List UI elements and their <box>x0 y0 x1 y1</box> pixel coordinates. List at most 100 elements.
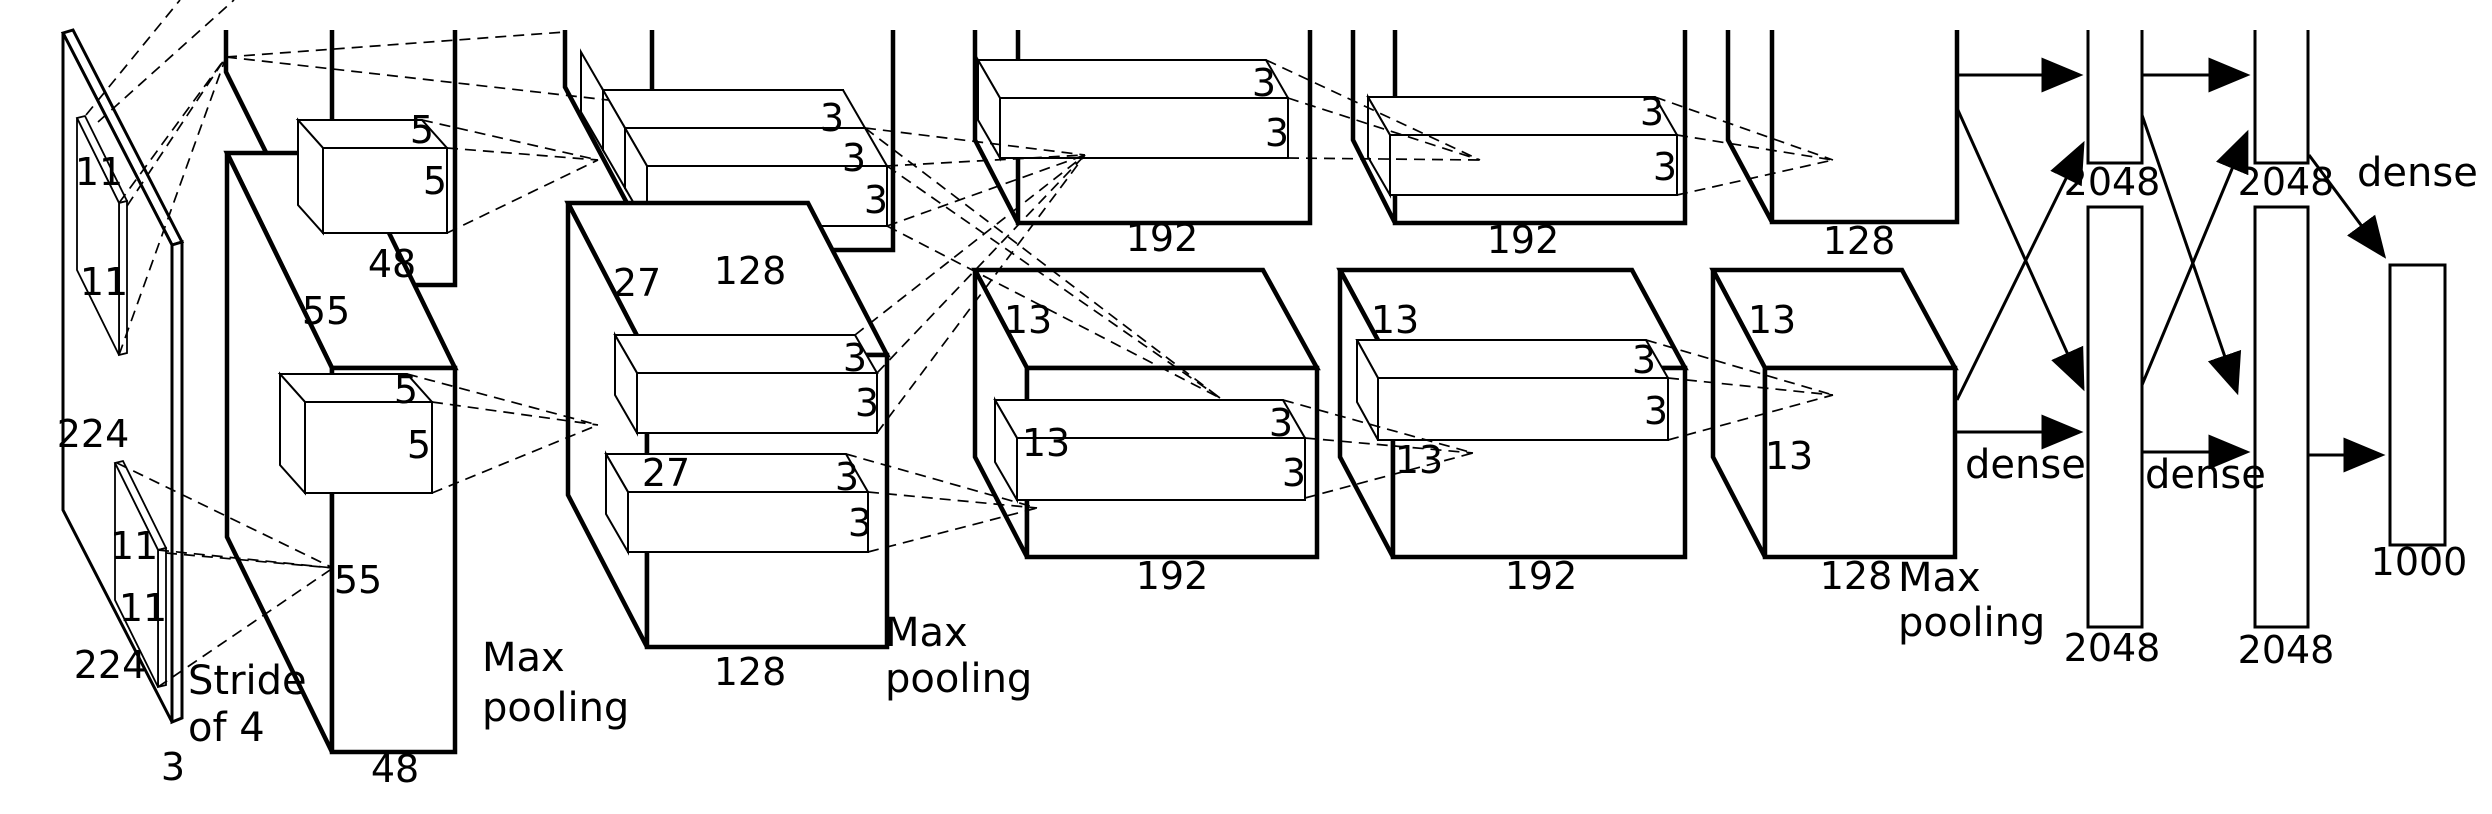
label-conv5-top-depth: 128 <box>1823 219 1896 263</box>
arrow-conv5bottom-fc6top <box>1955 140 2085 401</box>
label-dense1: dense <box>1965 442 2086 488</box>
label-dense3: dense <box>2357 150 2478 196</box>
label-pool1-line2: pooling <box>482 685 629 731</box>
arrows-group <box>1955 57 2387 473</box>
conv2-k1-topface <box>613 334 879 374</box>
conv3-kernel-front <box>1016 437 1306 501</box>
label-input-height: 224 <box>57 412 130 456</box>
label-conv2-top-3c: 3 <box>864 178 888 222</box>
label-patch-bot-11a: 11 <box>110 524 158 568</box>
label-pool1-line1: Max <box>482 635 565 681</box>
label-conv1-kbot-5b: 5 <box>407 423 431 467</box>
arrow-fc6bottom-fc7top <box>2140 129 2249 386</box>
label-patch-top-11b: 11 <box>80 260 128 304</box>
conv2-k1-front <box>636 372 878 434</box>
label-conv2-k2-3a: 3 <box>835 455 859 499</box>
cone-conv2bottom-conv3bottom <box>845 453 1038 553</box>
label-input-width: 224 <box>74 643 147 687</box>
fc7-top-column <box>2253 30 2310 165</box>
conv2-k2-front <box>627 491 869 553</box>
label-conv3-top-depth: 192 <box>1126 216 1199 260</box>
label-conv4-k-3a: 3 <box>1632 338 1656 382</box>
label-conv4-size-a: 13 <box>1371 298 1419 342</box>
label-conv3-k-3b: 3 <box>1282 451 1306 495</box>
label-conv1-bot-size: 55 <box>334 558 382 602</box>
label-conv2-top-3a: 3 <box>820 96 844 140</box>
fc6-top-column-fill <box>2088 30 2142 163</box>
label-patch-top-11a: 11 <box>75 150 123 194</box>
label-conv2-size-b: 27 <box>642 451 690 495</box>
label-fc7-bottom: 2048 <box>2238 628 2335 672</box>
label-fc7-top: 2048 <box>2238 160 2335 204</box>
label-conv1-top-depth: 48 <box>368 242 416 286</box>
label-conv5-size-a: 13 <box>1748 298 1796 342</box>
cone-conv2top-conv3top <box>864 127 1086 227</box>
output-layer-box <box>2388 263 2447 547</box>
cone-conv1bottom-conv2bottom <box>406 373 599 494</box>
label-conv2-k2-3b: 3 <box>848 501 872 545</box>
conv1-group <box>223 30 459 755</box>
label-fc6-bottom: 2048 <box>2064 626 2161 670</box>
label-stride-line2: of 4 <box>188 705 265 751</box>
label-patch-bot-11b: 11 <box>119 586 167 630</box>
fc6-top-column <box>2086 30 2144 165</box>
label-pool2-line1: Max <box>885 610 968 656</box>
projection-lines-group <box>85 0 1834 688</box>
label-conv4-top-3a: 3 <box>1640 90 1664 134</box>
label-conv3-k-3a: 3 <box>1269 401 1293 445</box>
conv4-group <box>1336 30 1689 560</box>
conv2-group <box>562 30 896 650</box>
label-input-depth: 3 <box>161 745 185 789</box>
fc7-top-column-fill <box>2255 30 2308 163</box>
conv5-top-box-leftface <box>1728 30 1772 222</box>
label-conv1-bot-depth: 48 <box>371 747 419 791</box>
label-conv3-size-b: 13 <box>1022 421 1070 465</box>
label-conv1-kbot-5a: 5 <box>394 368 418 412</box>
cone-conv3top-conv4top <box>1265 59 1481 161</box>
conv4-top-kernel-front <box>1389 134 1678 196</box>
label-conv3-bot-depth: 192 <box>1136 554 1209 598</box>
labels-group: 224 224 3 11 11 11 11 Stride of 4 55 48 … <box>57 61 2478 791</box>
label-conv3-top-3b: 3 <box>1265 111 1289 155</box>
label-pool3-line2: pooling <box>1898 600 2045 646</box>
label-conv3-size-a: 13 <box>1004 298 1052 342</box>
cone-conv3bottom-conv4bottom <box>1282 399 1474 499</box>
cone-input-top <box>85 0 609 356</box>
fc6-bottom-column <box>2086 205 2144 629</box>
label-conv3-top-3a: 3 <box>1252 61 1276 105</box>
label-conv1-ktop-5a: 5 <box>410 108 434 152</box>
conv5-top-box-edges <box>1725 30 1960 225</box>
label-conv2-size-a: 27 <box>613 261 661 305</box>
label-pool2-line2: pooling <box>885 656 1032 702</box>
label-conv1-top-size: 55 <box>302 289 350 333</box>
label-conv4-k-3b: 3 <box>1644 389 1668 433</box>
arrow-conv5top-fc6bottom <box>1955 107 2085 392</box>
conv1-bottom-kernel-front <box>304 401 433 494</box>
arrow-fc6top-fc7bottom <box>2140 114 2242 396</box>
label-conv1-ktop-5b: 5 <box>423 159 447 203</box>
conv5-bottom-box-front <box>1762 365 1958 560</box>
label-fc6-top: 2048 <box>2064 160 2161 204</box>
label-conv2-top-depth: 128 <box>714 249 787 293</box>
fc7-bottom-column <box>2253 205 2310 629</box>
conv4-kernel-topface <box>1355 339 1670 379</box>
cone-conv4bottom-conv5bottom <box>1645 339 1834 441</box>
arrow-fc7top-output <box>2307 154 2387 259</box>
label-conv5-bot-depth: 128 <box>1820 554 1893 598</box>
label-conv2-k1-3a: 3 <box>843 336 867 380</box>
label-stride-line1: Stride <box>188 658 307 704</box>
conv3-top-kernel-front <box>999 97 1289 159</box>
fc-layers-group <box>2086 30 2447 629</box>
conv3-group <box>971 30 1321 560</box>
cone-conv2top-conv3bottom <box>864 127 1221 399</box>
label-dense2: dense <box>2145 452 2266 498</box>
conv5-top-box-front <box>1772 30 1957 222</box>
label-conv4-bot-depth: 192 <box>1505 554 1578 598</box>
cone-conv1top-conv2top <box>421 119 599 234</box>
label-conv4-top-depth: 192 <box>1487 218 1560 262</box>
label-conv2-k1-3b: 3 <box>855 381 879 425</box>
conv4-kernel-front <box>1377 377 1669 441</box>
label-conv4-size-b: 13 <box>1395 438 1443 482</box>
